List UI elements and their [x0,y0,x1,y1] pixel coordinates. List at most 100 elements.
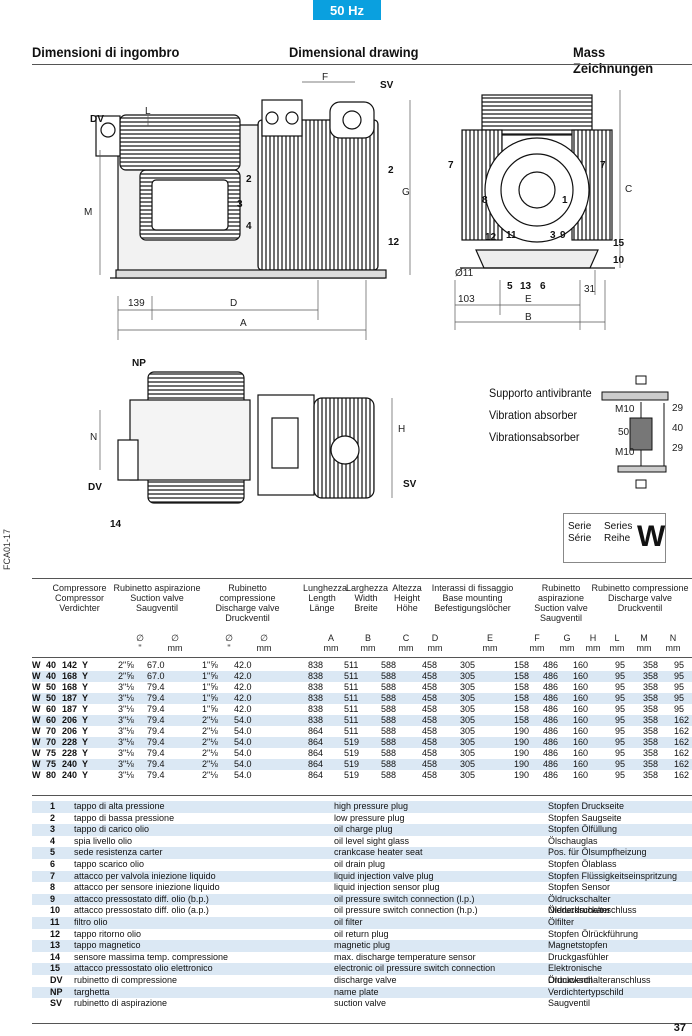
table-cell: 158 [514,693,530,703]
table-cell: 95 [615,682,626,692]
label-e: E [525,294,532,305]
legend-en: oil drain plug [334,859,386,869]
legend-en: oil pressure switch connection (h.p.) [334,905,478,916]
table-cell: 95 [674,682,685,692]
unit-line: ∅ [225,633,233,643]
table-cell: 187 [62,704,78,714]
table-cell: 160 [573,660,589,670]
table-cell: W [32,682,41,692]
row-stripe [32,737,692,748]
table-cell: 1"⅝ [202,671,218,681]
table-cell: 190 [514,759,530,769]
table-cell: 162 [674,748,690,758]
table-cell: 511 [344,671,359,681]
vib-m10-top: M10 [615,404,635,415]
series-label-4: Reihe [604,533,631,544]
unit-line: mm [529,643,545,653]
column-group-line: Befestigungslöcher [434,603,511,613]
table-cell: W [32,715,41,725]
table-cell: 42.0 [234,693,252,703]
table-cell: 80 [46,770,57,780]
table-cell: 838 [308,704,324,714]
table-cell: Y [82,715,89,725]
table-cell: 1"⅝ [202,660,218,670]
table-cell: 358 [643,770,659,780]
table-cell: 2"⅛ [202,715,218,725]
table-cell: W [32,748,41,758]
table-cell: 60 [46,704,57,714]
legend-n: 4 [50,835,56,846]
table-cell: 42.0 [234,704,252,714]
table-cell: 162 [674,715,690,725]
table-cell: Y [82,704,89,714]
table-cell: 3"⅛ [118,682,134,692]
table-cell: 3"⅛ [118,715,134,725]
unit-line: mm [585,643,601,653]
series-label-1: Serie [568,521,592,532]
table-cell: 458 [422,770,438,780]
table-cell: 1"⅝ [202,704,218,714]
column-group-line: Druckventil [225,613,270,623]
vibration-de: Vibrationsabsorber [489,430,580,444]
legend-n: 3 [50,824,56,835]
legend-en: liquid injection valve plug [334,870,434,881]
legend-de: Verdichtertypschild [548,986,624,997]
table-cell: 486 [543,770,559,780]
legend-it: spia livello olio [74,835,133,846]
unit-line: D [431,633,439,643]
unit-header: ∅" [125,633,155,653]
column-group-line: Base mounting [442,593,503,603]
table-cell: Y [82,726,89,736]
label-f: F [322,72,328,83]
table-cell: 838 [308,715,324,725]
legend-en: oil filter [334,917,363,927]
label-6: 6 [540,281,546,292]
label-phi11: Ø11 [455,268,474,279]
vib-m10-bottom: M10 [615,447,635,458]
legend-en: electronic oil pressure switch connectio… [334,963,496,974]
legend-de: Stopfen Flüssigkeitseinspritzung [548,870,678,881]
table-cell: 511 [344,726,359,736]
label-5: 5 [507,281,513,292]
legend-it: targhetta [74,986,110,997]
label-139: 139 [128,298,145,309]
table-cell: 67.0 [147,660,165,670]
table-cell: 160 [573,726,589,736]
table-cell: 3"⅛ [118,770,134,780]
legend-it: tappo di bassa pressione [74,812,175,823]
unit-line: " [138,643,142,653]
table-cell: 588 [381,660,397,670]
table-cell: 79.4 [147,759,165,769]
table-cell: 588 [381,770,397,780]
table-cell: 95 [615,660,626,670]
table-cell: Y [82,737,89,747]
row-stripe [32,671,692,682]
table-cell: 486 [543,748,559,758]
table-cell: 458 [422,715,438,725]
unit-line: L [614,633,620,643]
column-group-line: Rubinetto aspirazione [113,583,201,593]
legend-it: attacco pressostato diff. olio (b.p.) [74,893,209,904]
table-cell: Y [82,660,89,670]
table-cell: 54.0 [234,759,252,769]
vibration-en: Vibration absorber [489,408,578,422]
column-group-line: Saugventil [135,603,179,613]
table-cell: 2"⅛ [202,748,218,758]
table-cell: 458 [422,704,438,714]
legend-it: tappo scarico olio [74,859,145,869]
label-dv-top: DV [88,482,102,493]
